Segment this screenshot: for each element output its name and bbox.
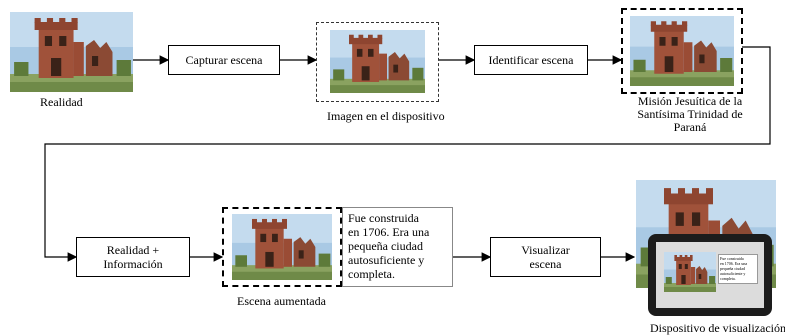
info-text-box: Fue construida en 1706. Era una pequeña … <box>342 207 453 287</box>
dispositivo-caption: Dispositivo de visualización <box>650 321 785 335</box>
realidad-caption: Realidad <box>40 95 83 109</box>
arrow-mision-realidad-info <box>44 46 771 262</box>
mision-caption: Misión Jesuítica de la Santísima Trinida… <box>637 94 743 134</box>
identificar-escena-box: Identificar escena <box>474 45 588 75</box>
visualizar-escena-box: Visualizar escena <box>490 237 601 277</box>
imagen-dispositivo-caption: Imagen en el dispositivo <box>327 109 445 123</box>
realidad-photo <box>10 12 133 92</box>
tablet-screen-note: Fue construida en 1706. Era una pequeña … <box>718 254 758 284</box>
escena-aumentada-frame <box>222 207 342 287</box>
tablet-screen-photo <box>664 252 716 292</box>
capturar-escena-box: Capturar escena <box>168 45 280 75</box>
imagen-dispositivo-frame <box>316 22 439 102</box>
escena-aumentada-caption: Escena aumentada <box>237 294 326 308</box>
imagen-dispositivo-photo <box>330 30 425 93</box>
tablet-device: Fue construida en 1706. Era una pequeña … <box>648 234 772 316</box>
mision-photo <box>630 16 734 86</box>
escena-aumentada-photo <box>232 214 332 280</box>
mision-frame <box>621 8 743 94</box>
realidad-informacion-box: Realidad + Información <box>76 237 190 277</box>
